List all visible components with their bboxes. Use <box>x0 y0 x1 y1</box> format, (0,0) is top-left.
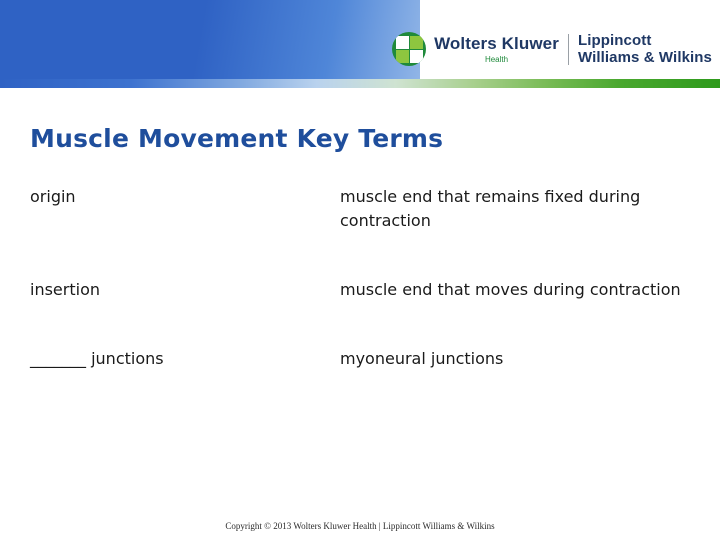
page-title: Muscle Movement Key Terms <box>30 124 444 153</box>
table-row: insertion muscle end that moves during c… <box>30 278 700 302</box>
table-row: origin muscle end that remains fixed dur… <box>30 185 700 233</box>
terms-table: origin muscle end that remains fixed dur… <box>30 185 700 371</box>
term-definition: myoneural junctions <box>340 349 504 368</box>
header-banner <box>0 0 720 88</box>
wolters-kluwer-logo-mark-icon <box>392 32 427 66</box>
banner-white-panel <box>420 0 720 79</box>
term-definition: muscle end that moves during contraction <box>340 280 681 299</box>
table-row: _______ junctions myoneural junctions <box>30 347 700 371</box>
logo-square-top-right <box>410 36 424 49</box>
logo-square-bottom-right <box>410 50 424 63</box>
banner-gradient-strip <box>0 79 720 88</box>
term-definition: muscle end that remains fixed during con… <box>340 187 641 230</box>
copyright-notice: Copyright © 2013 Wolters Kluwer Health |… <box>225 521 495 531</box>
logo-square-top-left <box>396 36 410 49</box>
brand-logo: Wolters Kluwer Health Lippincott William… <box>392 26 712 72</box>
term-label: insertion <box>30 280 100 299</box>
wolters-kluwer-wordmark: Wolters Kluwer Health <box>434 33 569 65</box>
logo-square-bottom-left <box>396 50 410 63</box>
imprint-line-1: Lippincott <box>577 32 652 49</box>
brand-name: Wolters Kluwer <box>434 33 559 53</box>
term-label: _______ junctions <box>30 349 164 368</box>
logo-text-block: Wolters Kluwer Health Lippincott William… <box>434 32 712 66</box>
imprint-line-2: Williams & Wilkins <box>577 49 712 66</box>
term-label: origin <box>30 187 76 206</box>
brand-subname: Health <box>484 54 509 64</box>
imprint-wordmark: Lippincott Williams & Wilkins <box>569 32 712 66</box>
